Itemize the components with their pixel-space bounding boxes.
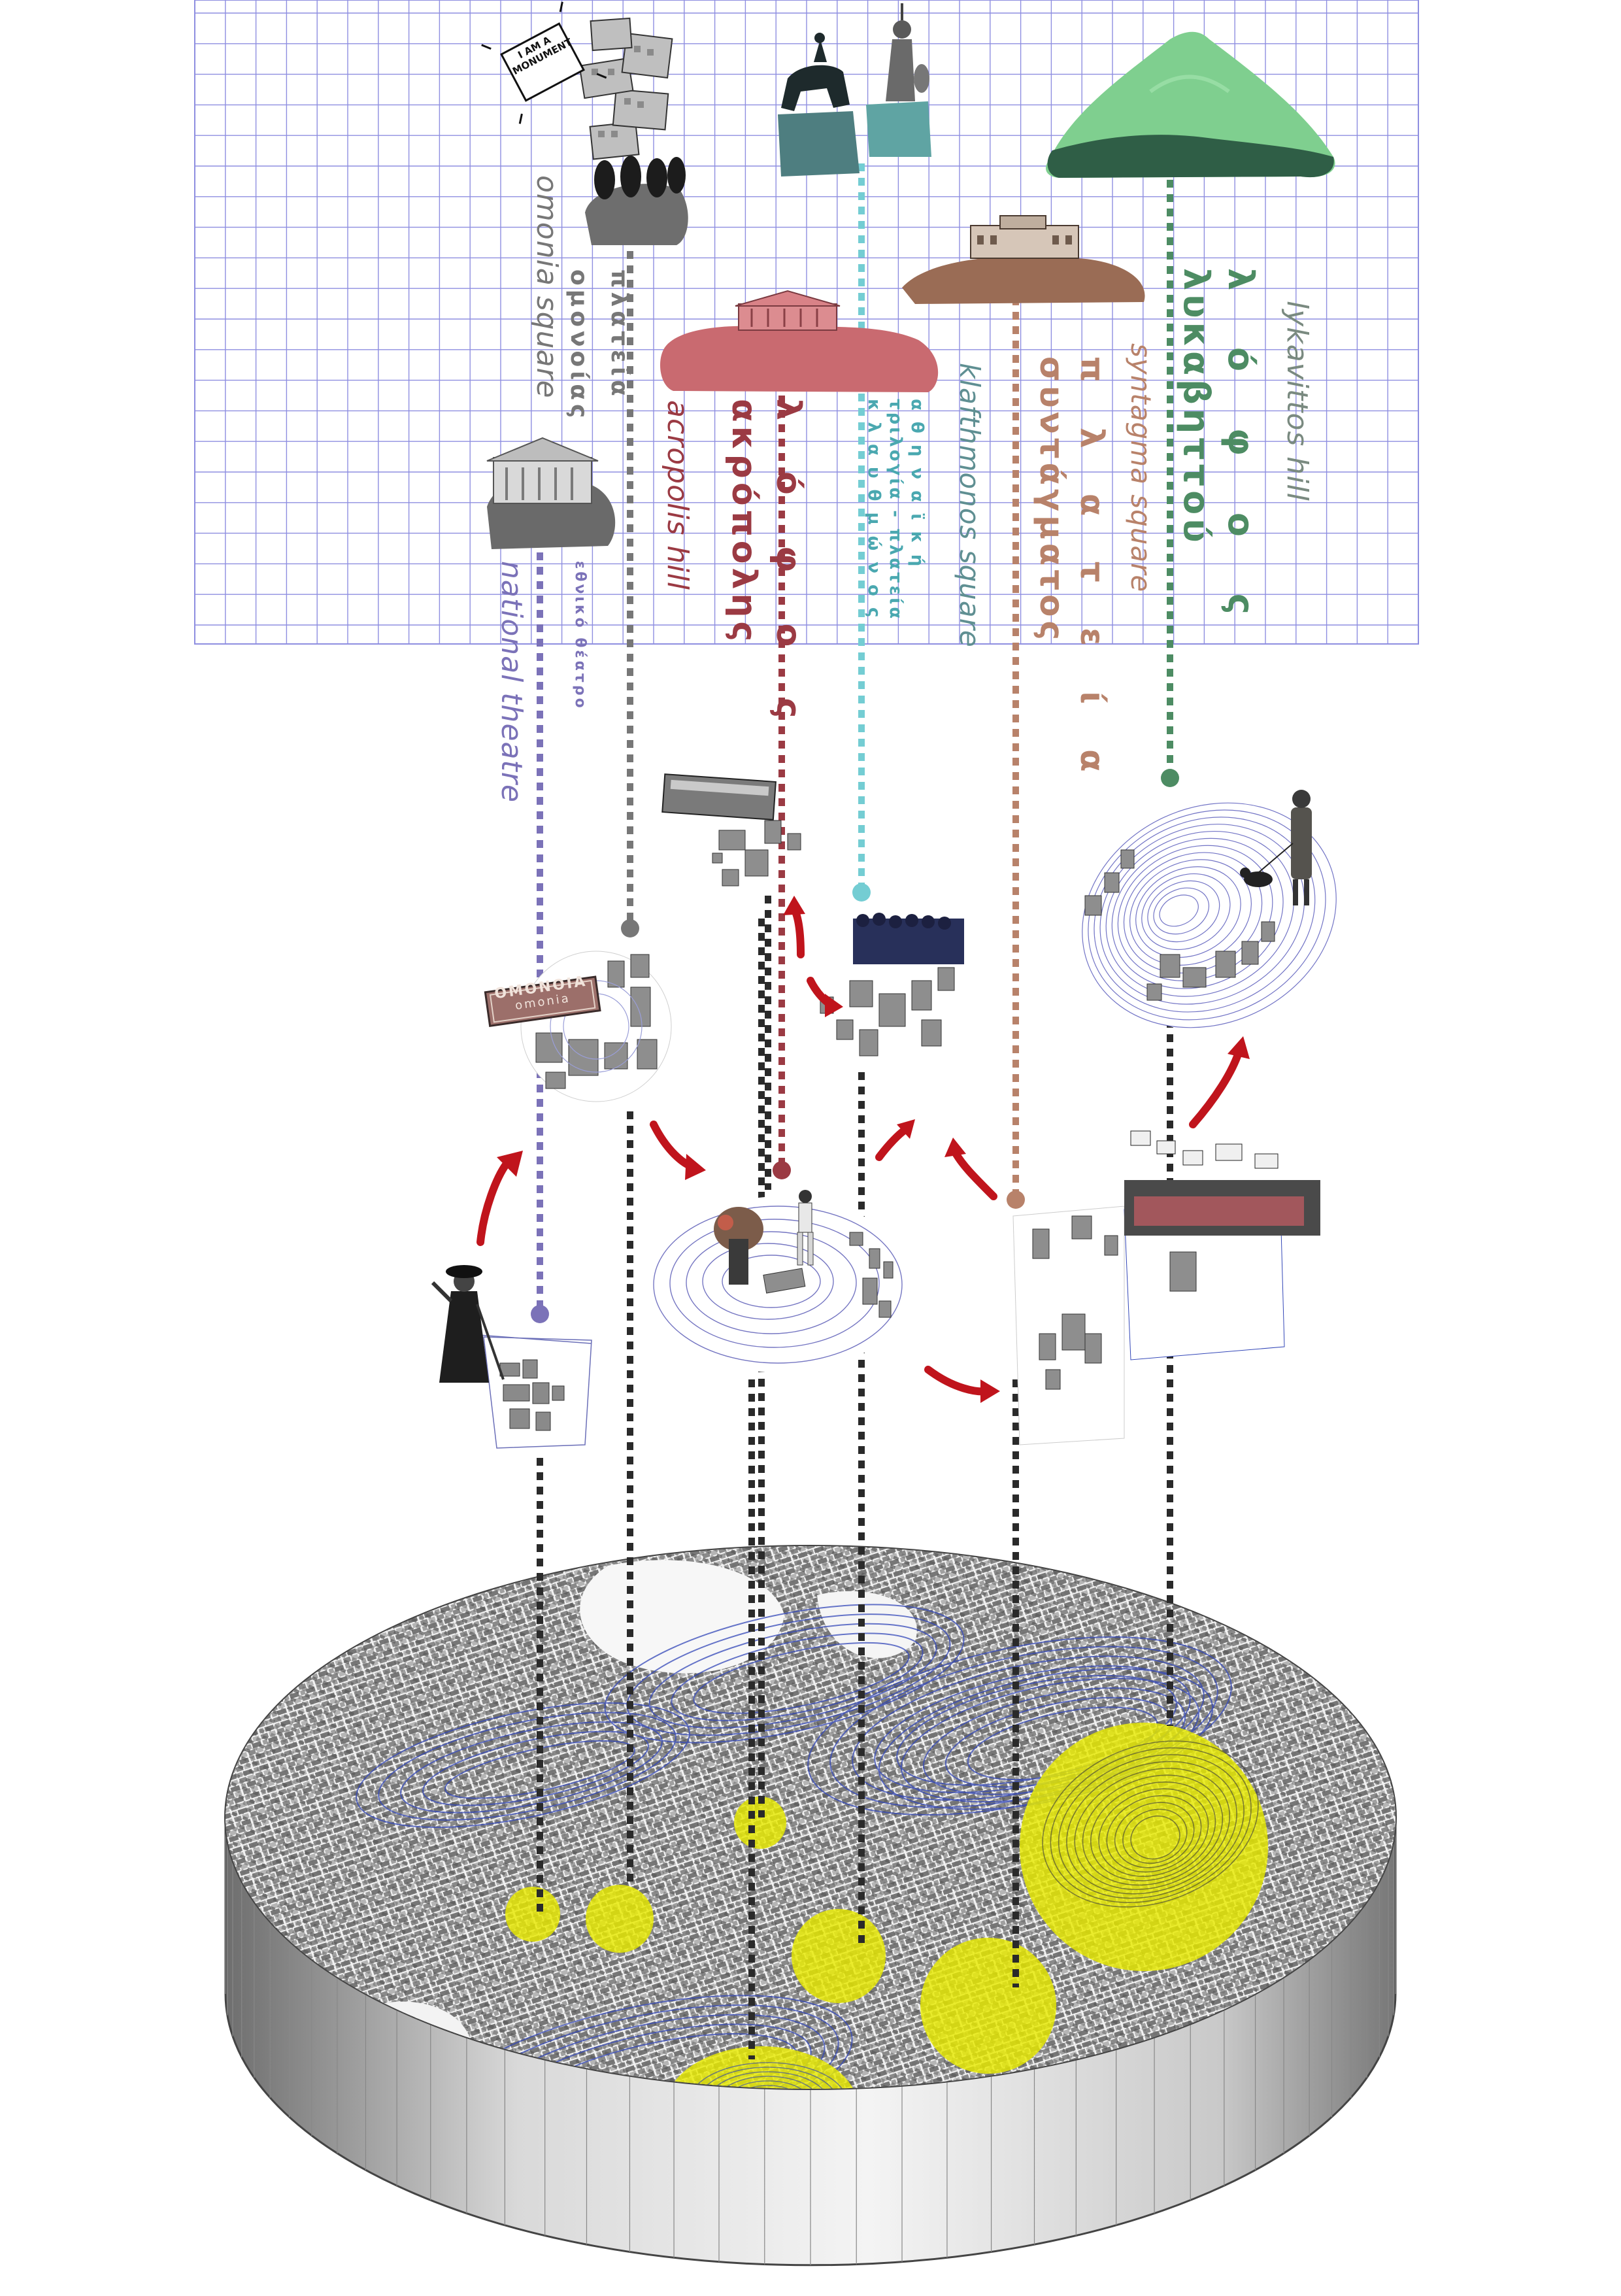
flow-arrow: [807, 977, 843, 1017]
acropolis-object: [660, 290, 939, 392]
fragment-acropolis: [650, 1190, 912, 1373]
landmark-objects: [481, 1, 1335, 549]
label-acropolis-gr1: λ ό φ ο ς: [769, 399, 808, 738]
zone-national-theatre: [505, 1887, 560, 1942]
connector-dot-omonia: [621, 919, 639, 937]
label-klafthmonos-gr3: κ λ α υ θ μ ώ ν ο ς: [864, 399, 884, 620]
label-syntagma-gr2: συντάγματος: [1033, 356, 1071, 645]
label-omonia-gr2: ομονοίας: [565, 269, 592, 422]
label-klafthmonos-gr2: τριλογία - πλατεία: [886, 399, 905, 622]
connector-dot-klafthmonos: [852, 883, 871, 902]
monument-sign: [481, 1, 607, 124]
graduates-photo: [853, 913, 964, 964]
fragment-syntagma: [1012, 1130, 1320, 1445]
label-omonia-gr1: πλατεία: [606, 269, 633, 400]
label-omonia-en: omonia square: [530, 175, 563, 399]
label-acropolis-en: acropolis hill: [661, 400, 694, 590]
flow-arrow: [875, 1119, 915, 1161]
map-fragments: [431, 773, 1353, 1449]
protest-photo: [1124, 1130, 1320, 1236]
syntagma-object: [902, 215, 1145, 304]
omonia-monument-object: [481, 1, 688, 245]
flow-arrow: [476, 1151, 523, 1246]
zone-klafthmonos-north: [734, 1797, 786, 1849]
zone-syntagma: [920, 1938, 1056, 2074]
label-national-theatre-gr: εθνικό θέατρο: [572, 561, 588, 711]
fragment-klafthmonos: [820, 913, 964, 1056]
zone-acropolis: [663, 2046, 860, 2089]
omonia-sign: [484, 975, 601, 1027]
walker-with-dog: [1240, 790, 1312, 905]
historic-figure: [431, 1265, 505, 1383]
zone-omonia: [586, 1885, 654, 1953]
connector-dot-acropolis: [773, 1161, 791, 1179]
flow-arrow: [783, 896, 805, 958]
label-klafthmonos-en: klafthmonos square: [954, 363, 986, 648]
label-national-theatre-en: national theatre: [495, 561, 528, 803]
flow-arrow: [650, 1121, 706, 1180]
label-klafthmonos-gr1: α θ η ν α ϊ κ ή: [907, 399, 927, 569]
city-disc: [224, 1545, 1397, 2267]
fragment-national-theatre: [460, 1333, 592, 1449]
flow-arrow: [1189, 1036, 1250, 1128]
lykavittos-object: [1046, 31, 1335, 178]
klafthmonos-statues-object: [778, 3, 931, 177]
flow-arrows: [476, 896, 1250, 1403]
zone-klafthmonos: [792, 1909, 886, 2003]
zone-lykavittos: [1020, 1723, 1268, 1971]
hiker-figures: [714, 1190, 814, 1285]
label-syntagma-en: syntagma square: [1125, 343, 1157, 593]
fragment-omonia: [484, 951, 672, 1102]
connector-dot-lykavittos: [1161, 769, 1179, 787]
label-lykavittos-gr1: λ ό φ ο ς: [1220, 268, 1262, 637]
label-acropolis-gr2: ακρόπολης: [724, 399, 763, 646]
highlight-zones: [505, 1723, 1268, 2089]
label-lykavittos-gr2: λυκαβηττού: [1176, 268, 1217, 547]
national-theatre-object: [486, 437, 616, 549]
connector-dot-national-theatre: [531, 1305, 549, 1323]
label-syntagma-gr1: π λ α τ ε ί α: [1073, 356, 1111, 789]
fragment-acropolis-street: [661, 773, 801, 886]
flow-arrow: [944, 1138, 997, 1200]
label-lykavittos-en: lykavittos hill: [1280, 301, 1314, 501]
connector-dot-syntagma: [1007, 1190, 1025, 1209]
fragment-lykavittos: [1078, 790, 1353, 1033]
flow-arrow: [924, 1366, 1000, 1403]
